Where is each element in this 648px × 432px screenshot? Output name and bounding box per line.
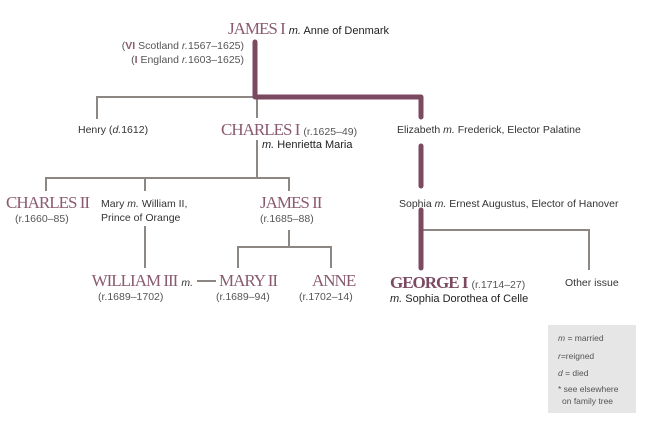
line-henry (96, 96, 255, 119)
legend-died: d = died (558, 368, 589, 379)
james-i-england-reign: (I England r.1603–1625) (131, 54, 244, 66)
married-abbr: m. (127, 198, 139, 210)
spouse-name: Ernest Augustus, Elector of Hanover (449, 198, 619, 210)
elizabeth-node: Elizabeth m. Frederick, Elector Palatine (397, 125, 581, 136)
george-i-reign: (r.1714–27) (471, 279, 526, 291)
legend-abbr: m (558, 333, 566, 343)
regnal-number: VI (125, 40, 136, 52)
reign: r.1689–94 (219, 291, 267, 303)
reign: r.1660–85 (18, 213, 66, 225)
spouse-name: Frederick, Elector Palatine (457, 124, 581, 136)
george-i-spouse: m. Sophia Dorothea of Celle (390, 294, 528, 305)
married-abbr: m. (390, 293, 403, 305)
anne-reign: (r.1702–14) (299, 291, 353, 303)
legend-see-elsewhere: * see elsewhere (558, 384, 619, 394)
line-mary-anne (237, 246, 332, 268)
spouse-name: William II, (141, 198, 188, 210)
royal-lines (252, 39, 424, 271)
charles-ii-reign: (r.1660–85) (15, 213, 69, 225)
william-iii-married: m. (181, 278, 193, 289)
legend-box: m = married r=reigned d = died * see els… (548, 325, 636, 413)
legend-text: = died (562, 368, 589, 378)
spouse-name: Henrietta Maria (277, 139, 353, 151)
mary-ii-reign: (r.1689–94) (216, 291, 270, 303)
william-iii-reign: (r.1689–1702) (98, 291, 164, 303)
reign: r.1685–88 (263, 213, 311, 225)
married-abbr: m. (434, 198, 447, 210)
legend-abbr: r (558, 351, 561, 361)
years: 1603–1625 (187, 54, 241, 66)
line-children-bar (45, 177, 290, 191)
married-abbr: m. (443, 124, 455, 136)
sophia-name: Sophia (399, 198, 432, 210)
legend-reigned: r=reigned (558, 351, 595, 362)
married-abbr: m. (288, 25, 301, 37)
legend-text: =reigned (560, 351, 595, 361)
anne-node: ANNE (312, 271, 356, 290)
years: 1567–1625 (187, 40, 241, 52)
spouse-name: Sophia Dorothea of Celle (405, 293, 529, 305)
james-i-node: JAMES I m. Anne of Denmark (228, 20, 389, 37)
other-issue: Other issue (565, 277, 619, 289)
charles-i-node: CHARLES I (r.1625–49) (221, 121, 357, 138)
reign: r.1714–27 (475, 279, 522, 291)
kingdom: Scotland (138, 40, 179, 52)
henry-year: 1612 (121, 124, 145, 136)
charles-ii-name: CHARLES II (6, 193, 90, 212)
line-other-issue (422, 229, 590, 270)
reign: r.1689–1702 (101, 291, 160, 303)
regnal-number: I (134, 54, 138, 66)
charles-i-reign: (r.1625–49) (303, 126, 358, 138)
spouse-name: Anne of Denmark (303, 25, 390, 37)
henry-node: Henry (d.1612) (78, 124, 149, 136)
james-ii-reign: (r.1685–88) (260, 213, 314, 225)
legend-married: m = married (558, 333, 604, 344)
died-abbr: d. (112, 124, 122, 136)
henry-name: Henry (78, 124, 107, 136)
george-i-name: GEORGE I (390, 273, 468, 292)
james-i-name: JAMES I (228, 19, 286, 38)
mary-node: Mary m. William II, (101, 199, 187, 210)
william-iii-node: WILLIAM III m. (92, 272, 193, 289)
sophia-node: Sophia m. Ernest Augustus, Elector of Ha… (399, 199, 618, 210)
charles-ii-node: CHARLES II (6, 193, 90, 212)
elizabeth-name: Elizabeth (397, 124, 441, 136)
charles-i-spouse: m. Henrietta Maria (262, 140, 353, 151)
mary-ii-name: MARY II (219, 271, 278, 290)
legend-see-elsewhere-2: on family tree (562, 396, 614, 406)
married-abbr: m. (181, 277, 193, 289)
reign: r.1702–14 (302, 291, 350, 303)
reigned-abbr: r. (181, 54, 188, 66)
reigned-abbr: r. (181, 40, 188, 52)
legend-text: = married (565, 333, 604, 343)
william-iii-name: WILLIAM III (91, 271, 179, 290)
mary-spouse-title: Prince of Orange (101, 212, 181, 224)
george-i-node: GEORGE I (r.1714–27) (390, 274, 525, 291)
branch-lines (45, 96, 590, 282)
anne-name: ANNE (312, 271, 356, 290)
mary-ii-node: MARY II (219, 271, 278, 290)
james-ii-node: JAMES II (260, 193, 322, 212)
royal-line-elizabeth (252, 39, 424, 120)
james-i-scotland-reign: (VI Scotland r.1567–1625) (121, 40, 244, 52)
reign: r.1625–49 (306, 126, 354, 138)
married-abbr: m. (262, 139, 275, 151)
kingdom: England (140, 54, 179, 66)
james-i-spouse: m. Anne of Denmark (289, 26, 389, 37)
legend-abbr: d (558, 368, 563, 378)
charles-i-name: CHARLES I (221, 120, 300, 139)
james-ii-name: JAMES II (260, 193, 322, 212)
mary-name: Mary (101, 198, 125, 210)
